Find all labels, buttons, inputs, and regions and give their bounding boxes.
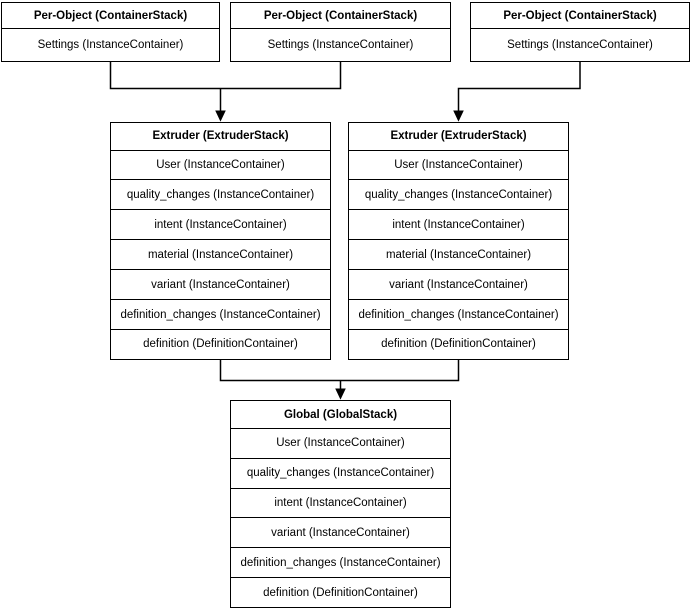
arrowhead-extruder2-icon [453, 110, 464, 122]
extruder-stack-1-row-definition: definition (DefinitionContainer) [143, 338, 298, 351]
global-stack-row-intent: intent (InstanceContainer) [231, 489, 450, 519]
extruder-stack-2-row-intent: intent (InstanceContainer) [349, 210, 568, 241]
extruder-stack-1-row-variant: variant (InstanceContainer) [111, 270, 330, 301]
extruder-stack-2-title: Extruder (ExtruderStack) [349, 123, 568, 151]
extruder-stack-1-row-intent: intent (InstanceContainer) [111, 210, 330, 241]
global-stack-row-definition: definition (DefinitionContainer) [263, 586, 418, 599]
arrowhead-extruder1-icon [215, 110, 226, 122]
extruder-stack-1-row-quality-changes: quality_changes (InstanceContainer) [111, 180, 330, 211]
global-stack-row-definition-changes: definition_changes (InstanceContainer) [231, 548, 450, 579]
per-object-stack-2-title: Per-Object (ContainerStack) [231, 3, 450, 29]
global-stack-title: Global (GlobalStack) [231, 401, 450, 429]
connector-extruders-bus [219, 360, 460, 382]
extruder-stack-2-row-user: User (InstanceContainer) [349, 151, 568, 181]
per-object-stack-3-title: Per-Object (ContainerStack) [471, 3, 689, 29]
arrowhead-global-icon [335, 388, 346, 400]
per-object-stack-2-row-settings: Settings (InstanceContainer) [267, 39, 414, 51]
global-stack-row-variant: variant (InstanceContainer) [231, 518, 450, 549]
global-stack-row-user: User (InstanceContainer) [231, 429, 450, 459]
per-object-stack-1-title: Per-Object (ContainerStack) [2, 3, 219, 29]
extruder-stack-2-row-quality-changes: quality_changes (InstanceContainer) [349, 180, 568, 211]
extruder-stack-2-row-definition-changes: definition_changes (InstanceContainer) [349, 300, 568, 331]
extruder-stack-2-row-material: material (InstanceContainer) [349, 240, 568, 271]
global-stack-row-quality-changes: quality_changes (InstanceContainer) [231, 459, 450, 489]
extruder-stack-1-row-material: material (InstanceContainer) [111, 240, 330, 271]
extruder-stack-2: Extruder (ExtruderStack) User (InstanceC… [348, 122, 569, 360]
extruder-stack-1-row-user: User (InstanceContainer) [111, 151, 330, 181]
per-object-stack-3: Per-Object (ContainerStack) Settings (In… [470, 2, 690, 62]
per-object-stack-1-row-settings: Settings (InstanceContainer) [37, 39, 184, 51]
extruder-stack-2-row-variant: variant (InstanceContainer) [349, 270, 568, 301]
extruder-stack-1-title: Extruder (ExtruderStack) [111, 123, 330, 151]
connector-perobject12-bus [109, 62, 342, 90]
per-object-stack-3-row-settings: Settings (InstanceContainer) [507, 39, 653, 51]
per-object-stack-2: Per-Object (ContainerStack) Settings (In… [230, 2, 451, 62]
extruder-stack-2-row-definition: definition (DefinitionContainer) [381, 338, 536, 351]
extruder-stack-1: Extruder (ExtruderStack) User (InstanceC… [110, 122, 331, 360]
extruder-stack-1-row-definition-changes: definition_changes (InstanceContainer) [111, 300, 330, 331]
global-stack: Global (GlobalStack) User (InstanceConta… [230, 400, 451, 608]
connector-perobject3-to-extruder2-shaft [457, 62, 581, 111]
per-object-stack-1: Per-Object (ContainerStack) Settings (In… [1, 2, 220, 62]
